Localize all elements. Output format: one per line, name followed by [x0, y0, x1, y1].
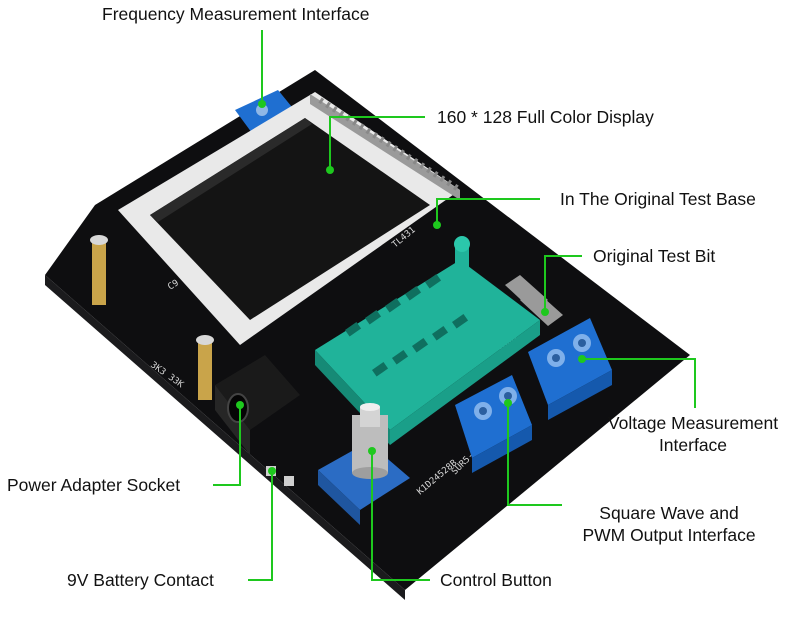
pcb-edge: [45, 275, 405, 600]
voltage-label: Voltage Measurement Interface: [596, 412, 790, 456]
voltage-terminal: [528, 318, 612, 420]
test-base-label: In The Original Test Base: [560, 189, 756, 209]
square-wave-label-line2: PWM Output Interface: [582, 525, 756, 545]
standoff: [90, 235, 108, 305]
pwm-terminal: [455, 375, 532, 473]
standoff: [196, 335, 214, 400]
rotary-encoder: [318, 403, 410, 525]
voltage-label-line2: Interface: [658, 435, 728, 455]
power-label: Power Adapter Socket: [7, 475, 181, 495]
test-socket: [315, 236, 540, 445]
callout-lines: [213, 30, 696, 581]
square-wave-label: Square Wave and PWM Output Interface: [568, 502, 770, 546]
battery-label: 9V Battery Contact: [67, 570, 214, 590]
voltage-label-line1: Voltage Measurement: [607, 413, 779, 433]
display-screen: [150, 118, 430, 320]
power-jack: [215, 355, 300, 455]
test-bit-pads: [505, 275, 563, 326]
callout-dots: [236, 100, 586, 475]
square-wave-label-line1: Square Wave and: [599, 503, 739, 523]
test-bit-label: Original Test Bit: [593, 246, 716, 266]
frequency-terminal: [235, 90, 296, 133]
frequency-label: Frequency Measurement Interface: [102, 4, 370, 24]
display-label: 160 * 128 Full Color Display: [437, 107, 654, 127]
display-module: [118, 92, 462, 345]
control-label: Control Button: [440, 570, 552, 590]
